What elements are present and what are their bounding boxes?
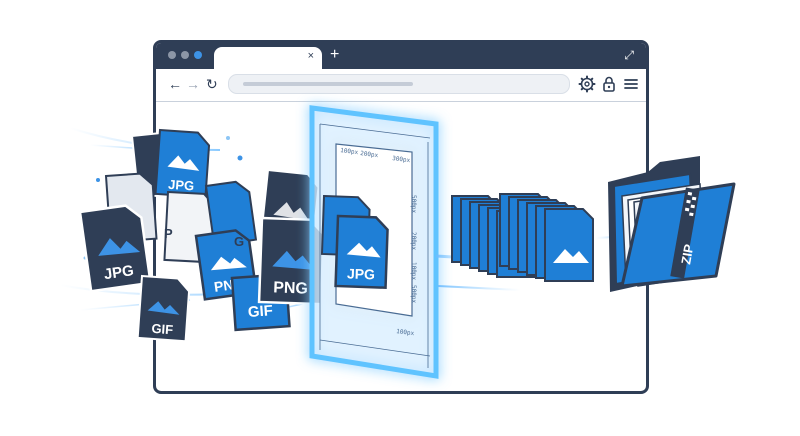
window-close-dot[interactable]: [168, 51, 176, 59]
ruler-label-bottom: 100px: [396, 328, 415, 337]
file-format-label: GIF: [151, 321, 174, 337]
window-minimize-dot[interactable]: [181, 51, 189, 59]
file-format-label: JPG: [168, 177, 195, 194]
tab-close-icon[interactable]: ×: [307, 50, 314, 62]
output-file-stack-right: [499, 193, 594, 282]
address-bar[interactable]: [228, 74, 570, 94]
address-bar-placeholder: [243, 82, 413, 86]
file-icon-gif-dark: GIF: [136, 274, 191, 343]
file-icon-jpg-blue-top: JPG: [154, 128, 211, 199]
file-icon-partial-g: G: [234, 234, 244, 249]
menu-icon[interactable]: [622, 75, 640, 93]
file-format-label: JPG: [347, 265, 376, 282]
file-icon-jpg-output: JPG: [334, 214, 389, 289]
ruler-label-right-1: 500px: [410, 195, 417, 213]
file-format-label: JPG: [103, 262, 135, 283]
browser-tab[interactable]: ×: [214, 47, 322, 71]
file-icon-partial-p: P: [164, 226, 173, 241]
input-file-pile: JPG JPG: [78, 128, 325, 343]
ruler-ticks: [319, 123, 431, 368]
file-partial-label: P: [164, 226, 173, 241]
expand-icon[interactable]: ⤢: [624, 48, 634, 62]
ruler-label-top-3: 300px: [392, 155, 411, 164]
reload-button[interactable]: ↻: [206, 76, 218, 92]
ruler-label-right-3: 100px: [410, 262, 417, 280]
gear-icon[interactable]: [578, 75, 596, 93]
file-format-label: GIF: [247, 302, 273, 321]
ruler-label-right-4: 500px: [410, 285, 417, 303]
back-button[interactable]: ←: [168, 76, 182, 92]
browser-toolbar: ← → ↻: [156, 69, 646, 102]
zip-label: ZIP: [678, 243, 696, 266]
new-tab-button[interactable]: +: [330, 46, 340, 63]
forward-button[interactable]: →: [186, 76, 200, 92]
ruler-label-right-2: 200px: [410, 232, 417, 250]
zip-folder-icon: ZIP: [608, 156, 736, 292]
file-icon-jpg-dark: JPG: [78, 204, 152, 293]
file-partial-label: G: [234, 234, 244, 249]
lock-icon[interactable]: [600, 75, 618, 93]
title-bar: × + ⤢: [156, 43, 646, 71]
file-format-label: PNG: [273, 279, 308, 297]
ruler-label-top-1: 100px: [340, 147, 359, 156]
ruler-label-top-2: 200px: [360, 150, 379, 159]
output-file-card: [544, 208, 594, 282]
window-maximize-dot[interactable]: [194, 51, 202, 59]
